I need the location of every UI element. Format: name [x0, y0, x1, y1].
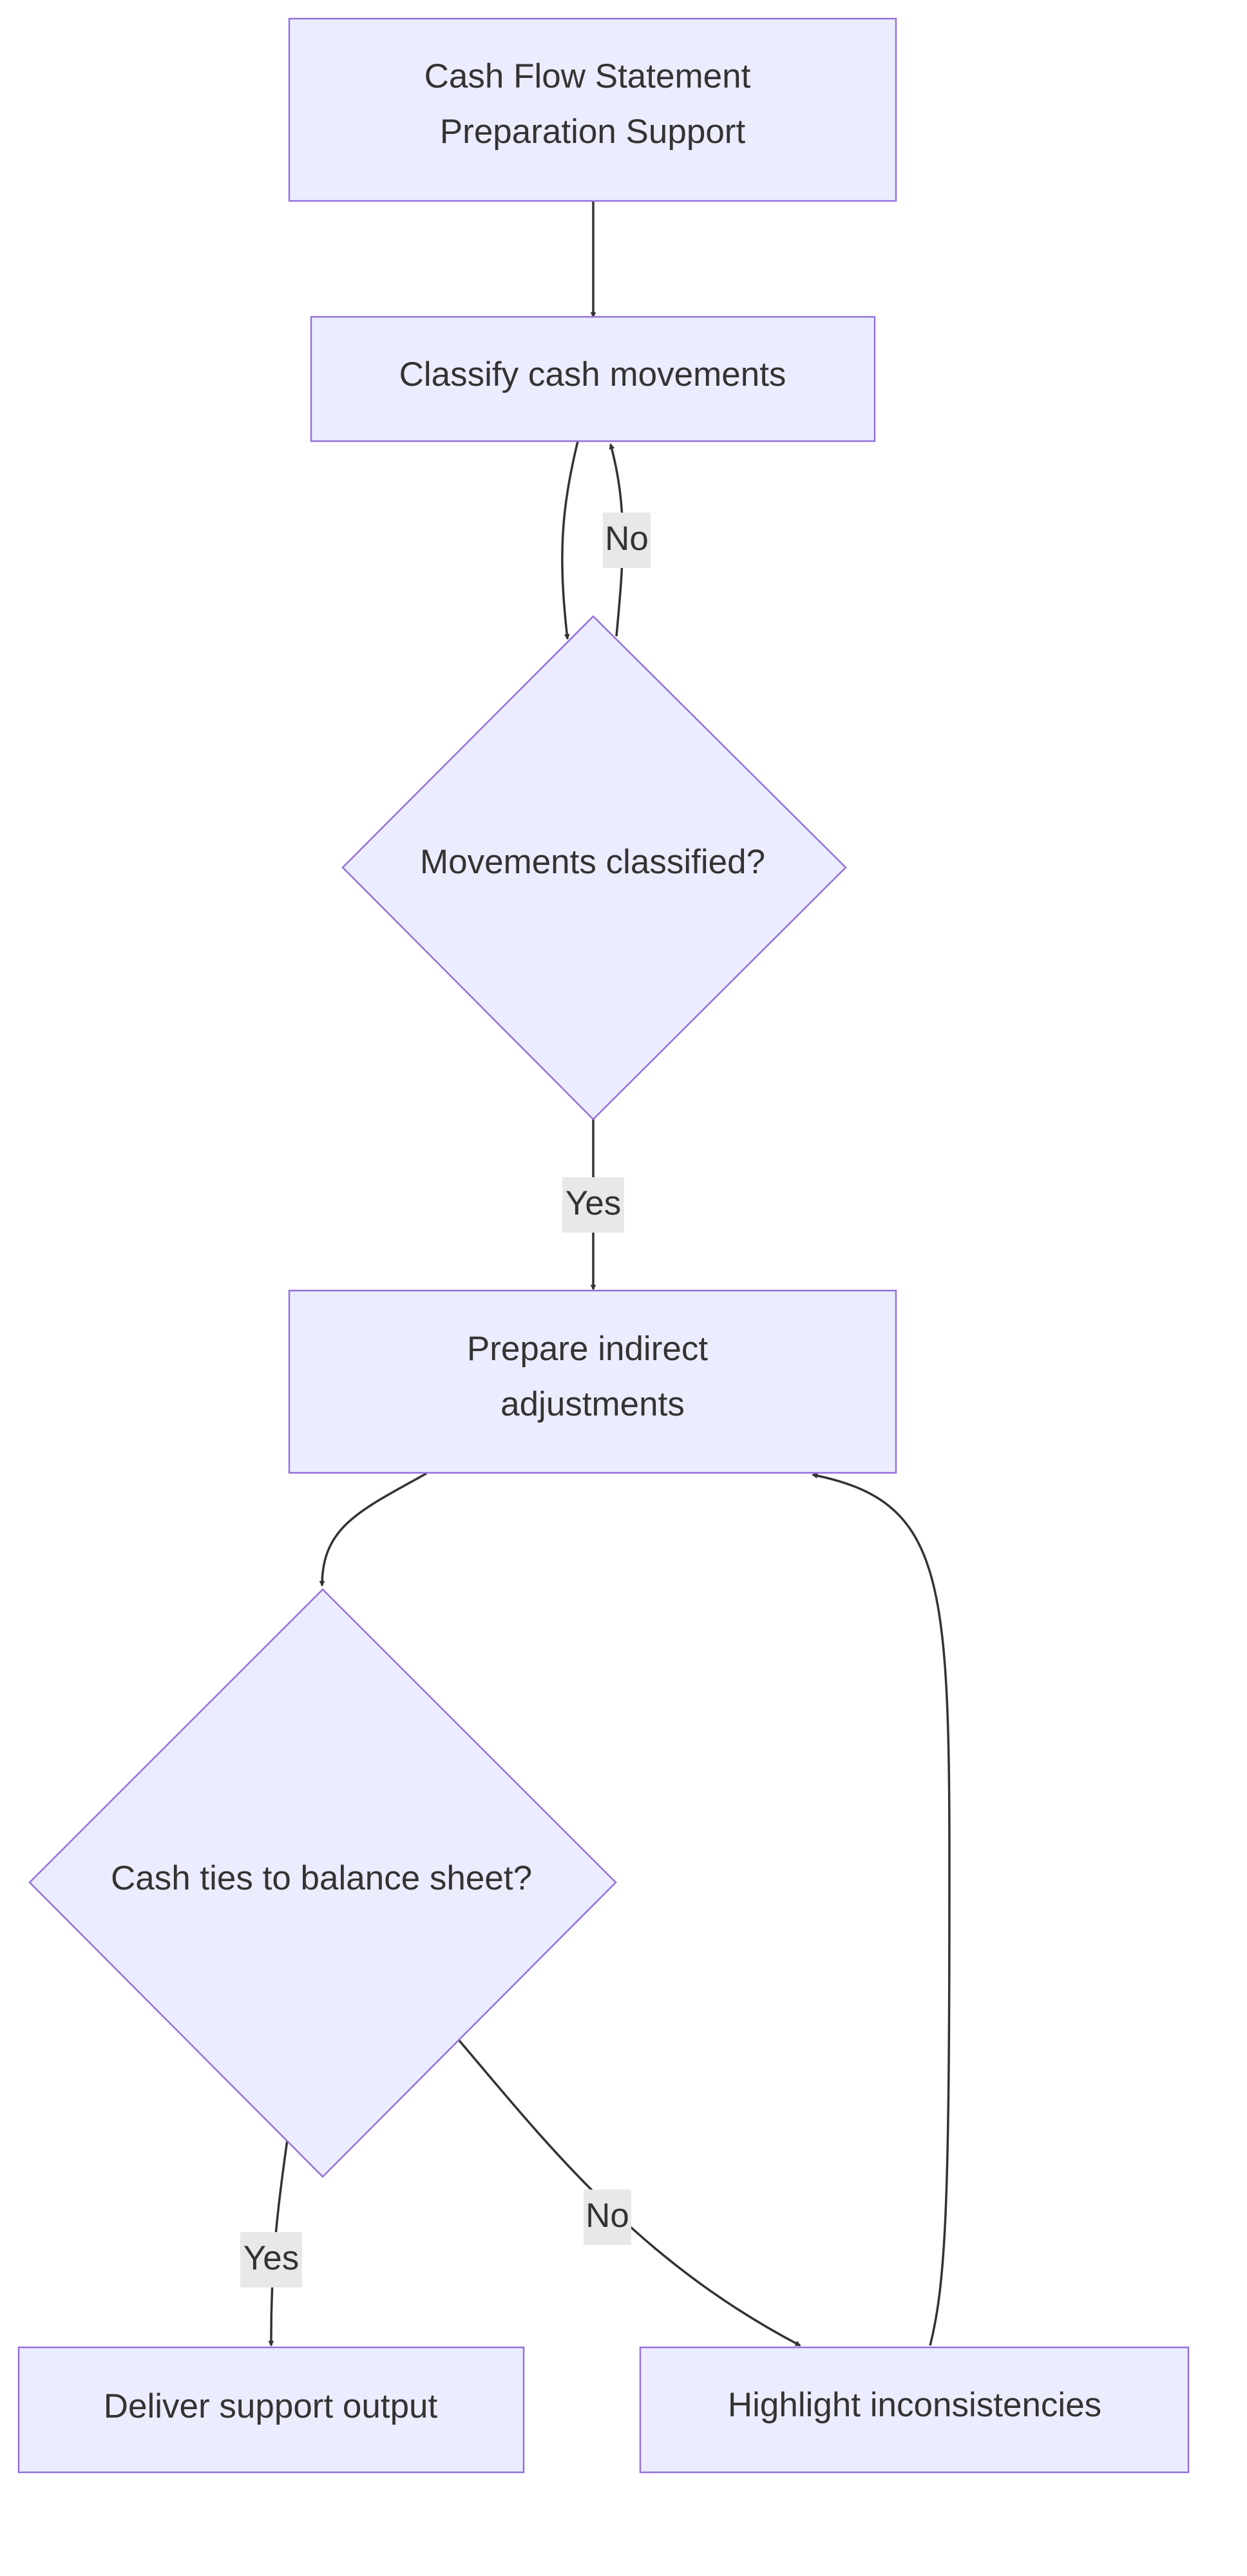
edge-path [561, 440, 579, 640]
node-start-line-1: Cash Flow Statement [424, 57, 751, 95]
edge-label-yes: Yes [243, 2239, 299, 2277]
edge-classify-to-check [561, 440, 579, 640]
edge-path [812, 1473, 951, 2346]
node-classify: Classify cash movements [310, 316, 876, 442]
edge-label-bg [562, 1177, 624, 1233]
node-ties-check-label: Cash ties to balance sheet? [111, 1859, 532, 1897]
edge-path [268, 2139, 289, 2347]
node-start: Cash Flow Statement Preparation Support [288, 17, 897, 202]
node-highlight-box [639, 2346, 1190, 2474]
node-classified-check-label: Movements classified? [420, 843, 765, 881]
edge-path [319, 1472, 427, 1587]
node-highlight: Highlight inconsistencies [639, 2346, 1190, 2474]
node-deliver-label: Deliver support output [104, 2387, 438, 2425]
edge-ties-yes-to-deliver: Yes [240, 2139, 302, 2347]
node-classify-label: Classify cash movements [399, 355, 786, 393]
node-classified-check: Movements classified? [341, 615, 847, 1121]
edge-label-bg [240, 2232, 302, 2287]
edge-label-yes: Yes [566, 1184, 621, 1222]
node-highlight-label: Highlight inconsistencies [728, 2386, 1101, 2424]
decision-diamond [341, 615, 847, 1121]
edge-label-no: No [585, 2197, 629, 2235]
node-prepare-line-2: adjustments [500, 1385, 685, 1423]
node-prepare-box [288, 1289, 897, 1474]
edge-label-bg [584, 2190, 631, 2245]
node-ties-check: Cash ties to balance sheet? [28, 1588, 617, 2178]
edge-highlight-to-prepare [812, 1473, 951, 2346]
edge-check-no-to-classify: No [603, 443, 651, 637]
nodes: Cash Flow Statement Preparation Support … [17, 17, 1190, 2474]
node-prepare: Prepare indirect adjustments [288, 1289, 897, 1474]
edge-check-yes-to-prepare: Yes [562, 1119, 624, 1291]
node-deliver: Deliver support output [17, 2346, 525, 2474]
node-start-box [288, 17, 897, 202]
edges: No Yes Yes No [240, 201, 951, 2347]
node-classify-box [310, 316, 876, 442]
edge-label-no: No [605, 520, 649, 558]
edge-ties-no-to-highlight: No [456, 2037, 801, 2347]
edge-label-bg [603, 513, 651, 568]
node-deliver-box [17, 2346, 525, 2474]
decision-diamond [28, 1588, 617, 2178]
edge-prepare-to-ties [319, 1472, 427, 1587]
node-prepare-line-1: Prepare indirect [467, 1330, 708, 1368]
node-start-line-2: Preparation Support [440, 113, 746, 151]
